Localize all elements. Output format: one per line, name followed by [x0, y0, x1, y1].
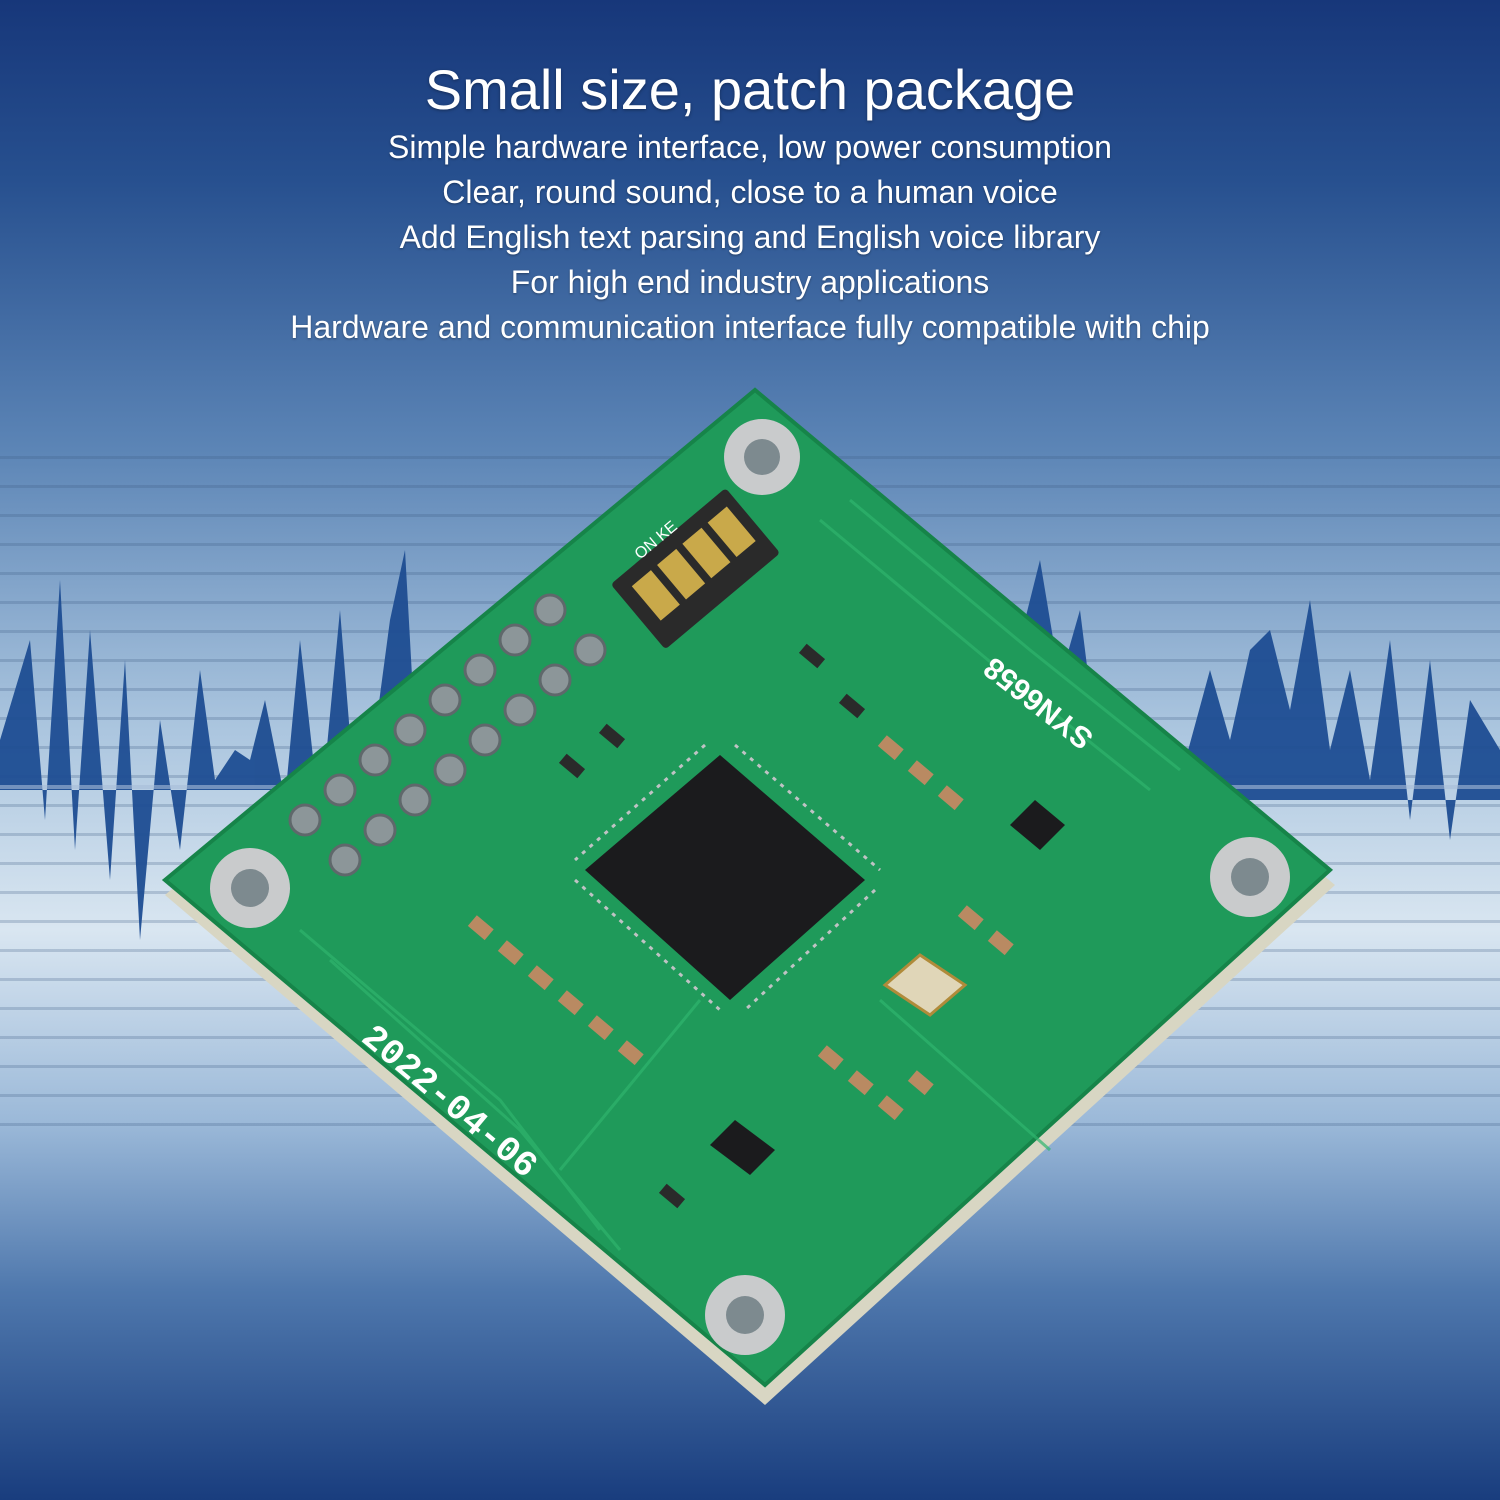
diode-d2	[1010, 800, 1065, 850]
feature-line-2: Clear, round sound, close to a human voi…	[442, 174, 1058, 210]
crystal-oscillator	[882, 953, 968, 1017]
headline: Small size, patch package	[424, 58, 1076, 121]
mounting-holes	[210, 419, 1290, 1355]
dip-switch	[612, 489, 779, 648]
smd-components	[467, 735, 1014, 1121]
regulator-u4	[710, 1120, 775, 1175]
main-chip	[573, 743, 881, 1012]
feature-line-5: Hardware and communication interface ful…	[290, 309, 1210, 345]
feature-text-block: Small size, patch package Simple hardwar…	[0, 55, 1500, 350]
resistors	[558, 643, 866, 1209]
feature-line-3: Add English text parsing and English voi…	[399, 219, 1101, 255]
header-pins	[288, 593, 607, 877]
feature-line-1: Simple hardware interface, low power con…	[388, 129, 1112, 165]
feature-line-4: For high end industry applications	[510, 264, 990, 300]
